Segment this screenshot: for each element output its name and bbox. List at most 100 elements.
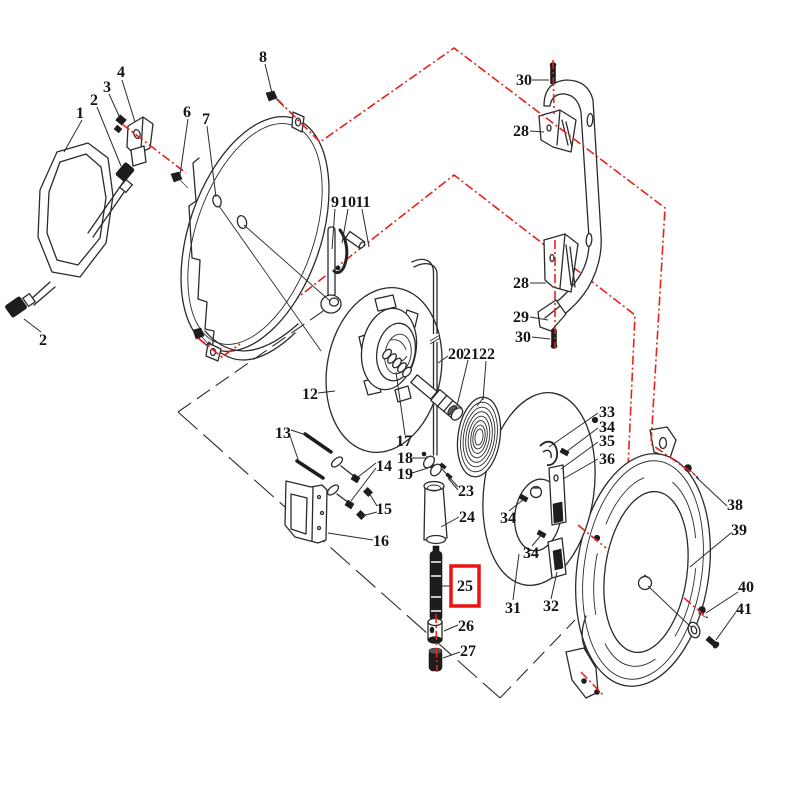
part-29-foot	[537, 299, 567, 332]
leader-line-35	[560, 441, 599, 470]
part-label-36: 36	[599, 451, 615, 468]
leader-line-23	[447, 477, 459, 491]
part-label-1: 1	[76, 105, 84, 122]
leader-line-28	[529, 130, 545, 133]
part-label-24: 24	[459, 509, 475, 526]
leader-line-31	[512, 553, 520, 601]
part-label-34: 34	[500, 510, 516, 527]
part-2-ferrule-upper	[115, 162, 135, 194]
highlight-box-part-25	[449, 564, 481, 608]
part-label-6: 6	[183, 104, 191, 121]
leader-line-21	[455, 359, 469, 411]
leader-line-17	[395, 371, 406, 436]
phantom-outline-lines	[177, 308, 576, 699]
leader-line-19	[411, 467, 429, 474]
part-label-15: 15	[376, 501, 392, 518]
leader-line-11	[361, 208, 370, 248]
part-label-26: 26	[458, 618, 474, 635]
part-label-13: 13	[275, 425, 291, 442]
screw-hole-dot	[591, 416, 599, 424]
leader-line-8	[264, 63, 273, 94]
part-label-27: 27	[460, 643, 476, 660]
part-label-30: 30	[515, 329, 531, 346]
leader-line-22	[482, 360, 487, 401]
part-label-7: 7	[202, 111, 210, 128]
part-label-34: 34	[599, 419, 615, 436]
leader-line-24	[440, 516, 460, 528]
part-7-fan-housing	[180, 111, 330, 362]
part-22-spiral-spring	[456, 396, 502, 478]
part-32-plate	[547, 537, 567, 579]
part-label-28: 28	[513, 275, 529, 292]
part-label-19: 19	[397, 466, 413, 483]
leader-line-4	[121, 79, 136, 123]
part-33-spring-clip	[539, 440, 559, 466]
part-label-9: 9	[331, 194, 339, 211]
leader-line-6	[179, 118, 189, 176]
leader-line-27	[442, 651, 461, 659]
part-label-11: 11	[355, 194, 370, 211]
part-4-rope-clamp	[126, 116, 154, 167]
leader-line-30	[531, 336, 551, 340]
part-label-23: 23	[458, 483, 474, 500]
highlight-rect	[449, 564, 481, 608]
part-13-rods	[295, 432, 333, 480]
part-label-33: 33	[599, 404, 615, 421]
leader-line-14	[350, 467, 377, 502]
part-39-starter-cover	[571, 426, 712, 689]
part-label-25: 25	[457, 578, 473, 595]
leader-line-29	[529, 316, 549, 321]
part-label-32: 32	[543, 598, 559, 615]
leader-line-34	[565, 427, 599, 453]
part-label-21: 21	[463, 346, 479, 363]
leader-line-13	[289, 435, 300, 463]
leader-line-15	[368, 492, 378, 507]
part-label-17: 17	[396, 433, 412, 450]
leader-line-40	[705, 591, 739, 614]
part-label-34: 34	[523, 545, 539, 562]
red-centerlines	[121, 47, 710, 697]
part-30-screw-bottom	[550, 328, 558, 349]
part-label-3: 3	[103, 79, 111, 96]
part-label-4: 4	[117, 64, 125, 81]
part-25-spring-rod	[429, 545, 443, 622]
part-27-plunger	[428, 647, 443, 672]
part-label-30: 30	[516, 72, 532, 89]
part-label-8: 8	[259, 49, 267, 66]
part-label-38: 38	[727, 497, 743, 514]
leader-line-41	[715, 611, 737, 641]
part-label-12: 12	[302, 386, 318, 403]
part-28-clamp-bottom	[543, 233, 579, 293]
leader-line-39	[689, 532, 732, 568]
part-label-29: 29	[513, 309, 529, 326]
part-label-39: 39	[731, 522, 747, 539]
part-17-washer-stack	[382, 348, 412, 378]
leader-line-14	[357, 462, 377, 478]
leader-line-2	[96, 106, 122, 167]
part-41-washer-bolt	[687, 621, 720, 649]
part-label-31: 31	[505, 600, 521, 617]
part-label-28: 28	[513, 123, 529, 140]
part-9-link	[320, 226, 342, 314]
leader-line-26	[443, 624, 459, 632]
leader-line-10	[341, 208, 349, 244]
leader-line-1	[63, 119, 83, 153]
part-label-16: 16	[373, 533, 389, 550]
leader-line-34	[531, 533, 543, 547]
drive-shaft-sleeves	[410, 374, 464, 421]
leader-line-16	[327, 532, 374, 541]
part-1-grip-loop	[28, 142, 130, 306]
part-label-10: 10	[340, 194, 356, 211]
part-26-bushing	[427, 617, 443, 644]
part-label-22: 22	[479, 346, 495, 363]
leader-line-38	[695, 476, 728, 507]
part-6-screw-lower	[192, 327, 211, 347]
leader-line-9	[331, 208, 336, 250]
part-6-screw	[170, 171, 189, 189]
leader-line-36	[562, 458, 599, 480]
part-label-41: 41	[736, 601, 752, 618]
part-label-18: 18	[397, 450, 413, 467]
part-3-nut	[113, 114, 127, 134]
